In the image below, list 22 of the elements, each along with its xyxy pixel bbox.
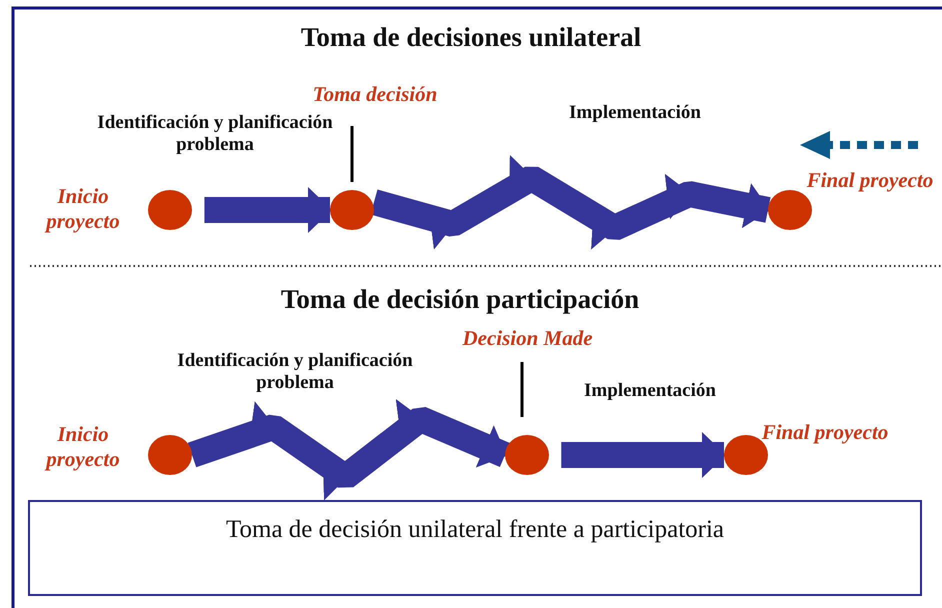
block-arrow bbox=[370, 155, 771, 250]
milestone-label: Final proyecto bbox=[760, 420, 890, 446]
milestone-circle bbox=[148, 435, 192, 475]
milestone-label: Decision Made bbox=[461, 326, 594, 352]
block-arrow bbox=[204, 187, 330, 233]
phase-label: Identificación y planificación problema bbox=[176, 350, 414, 394]
section-heading: Toma de decisiones unilateral bbox=[300, 22, 642, 54]
milestone-circle bbox=[505, 435, 549, 475]
milestone-label: Final proyecto bbox=[806, 168, 934, 194]
milestone-circle bbox=[148, 190, 192, 230]
phase-label: Implementación bbox=[568, 102, 702, 124]
summary-box bbox=[28, 500, 922, 596]
phase-label: Implementación bbox=[583, 380, 717, 402]
milestone-label: Inicio proyecto bbox=[44, 184, 121, 234]
phase-label: Identificación y planificación problema bbox=[96, 112, 334, 156]
milestone-label: Inicio proyecto bbox=[44, 422, 121, 472]
milestone-circle bbox=[330, 190, 374, 230]
box-text: Toma de decisión unilateral frente a participatoria bbox=[224, 516, 726, 545]
block-arrow bbox=[561, 432, 724, 478]
milestone-circle bbox=[768, 190, 812, 230]
section-heading: Toma de decisión participación bbox=[280, 284, 640, 316]
milestone-label: Toma decisión bbox=[312, 82, 438, 108]
